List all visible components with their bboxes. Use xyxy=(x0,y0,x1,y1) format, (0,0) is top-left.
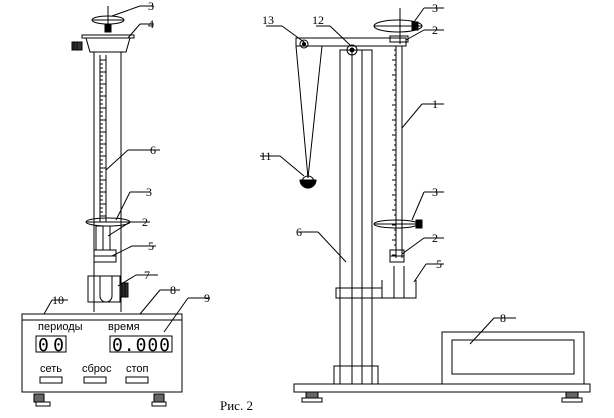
right-part-label-0: 13 xyxy=(262,13,274,27)
side-bracket xyxy=(389,249,405,263)
right-part-label-5: 11 xyxy=(260,149,272,163)
time-display xyxy=(109,335,173,353)
stop-button-label: стоп xyxy=(126,363,149,375)
base-plate xyxy=(293,383,591,403)
right-part-label-9: 5 xyxy=(436,257,442,271)
side-column xyxy=(333,49,379,385)
periods-display-value: 00 xyxy=(38,335,64,356)
top-handwheel xyxy=(91,6,125,33)
left-leaders xyxy=(43,5,210,333)
side-timer-box xyxy=(441,331,585,385)
column-scale xyxy=(100,59,106,217)
left-part-label-2: 6 xyxy=(150,143,156,157)
pendulum xyxy=(295,45,323,189)
left-part-label-4: 2 xyxy=(142,215,148,229)
front-view: периоды время 00 0.000 сеть сброс стоп 3… xyxy=(21,0,210,407)
time-label: время xyxy=(108,321,140,333)
side-top-wheel xyxy=(373,8,423,44)
right-leaders xyxy=(260,7,516,345)
bracket xyxy=(95,225,111,251)
left-part-label-3: 3 xyxy=(146,185,152,199)
power-button-label: сеть xyxy=(40,363,62,375)
left-part-label-5: 5 xyxy=(148,239,154,253)
periods-label: периоды xyxy=(38,321,83,333)
power-button[interactable] xyxy=(39,376,63,384)
left-part-label-6: 7 xyxy=(144,268,150,282)
left-part-label-7: 8 xyxy=(170,283,176,297)
rod xyxy=(395,46,403,258)
reset-button[interactable] xyxy=(83,376,107,384)
right-part-label-7: 6 xyxy=(296,225,302,239)
left-part-label-9: 10 xyxy=(52,293,64,307)
right-part-label-3: 2 xyxy=(432,23,438,37)
lower-handwheel xyxy=(85,217,131,227)
right-part-label-10: 8 xyxy=(500,311,506,325)
reset-button-label: сброс xyxy=(82,363,112,375)
right-part-label-8: 2 xyxy=(432,231,438,245)
left-part-label-8: 9 xyxy=(204,291,210,305)
side-mid-wheel xyxy=(373,219,423,229)
column xyxy=(93,52,122,312)
photogate xyxy=(87,275,129,303)
figure-caption: Рис. 2 xyxy=(220,398,253,413)
top-head xyxy=(71,34,135,53)
stop-button[interactable] xyxy=(125,376,149,384)
right-part-label-2: 3 xyxy=(432,1,438,15)
side-cup xyxy=(335,266,417,299)
left-part-label-0: 3 xyxy=(148,0,154,13)
right-part-label-4: 1 xyxy=(432,97,438,111)
periods-display xyxy=(35,335,67,353)
left-part-label-1: 4 xyxy=(148,17,154,31)
time-display-value: 0.000 xyxy=(112,335,170,356)
timer-base xyxy=(21,313,183,407)
right-part-label-6: 3 xyxy=(432,185,438,199)
right-part-label-1: 12 xyxy=(312,13,324,27)
